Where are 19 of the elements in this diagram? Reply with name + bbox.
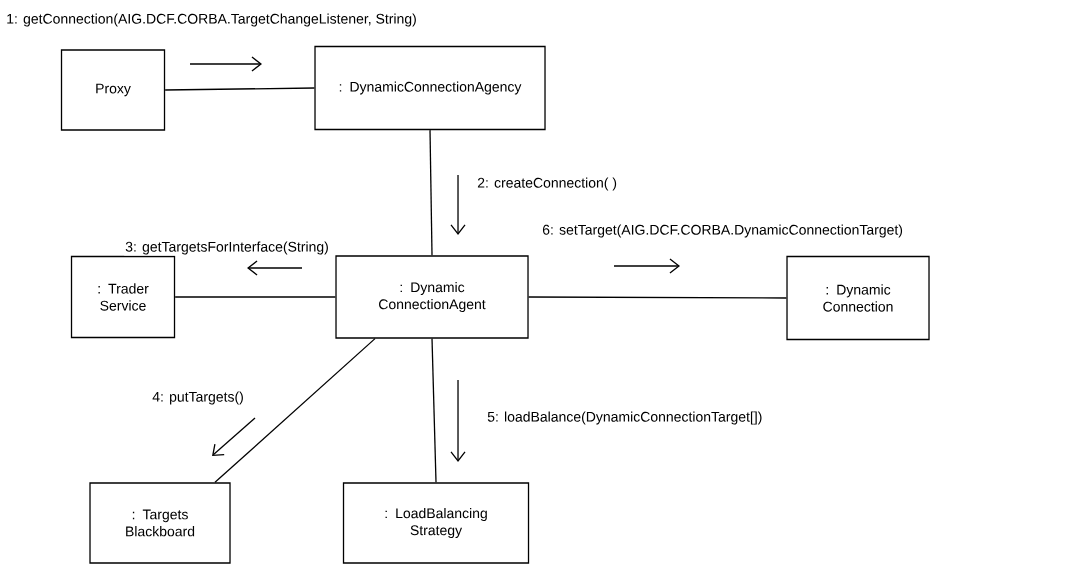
object-box: : DynamicConnectionAgency (314, 45, 546, 131)
message-label: 1: getConnection(AIG.DCF.CORBA.TargetChangeListener, String) (7, 13, 416, 27)
object-box: : LoadBalancing Strategy (342, 482, 530, 564)
link-line (164, 87, 315, 91)
message-label: 5: loadBalance(DynamicConnectionTarget[]) (487, 411, 762, 425)
link-line (429, 129, 433, 256)
message-label: 6: setTarget(AIG.DCF.CORBA.DynamicConnectionTarget) (542, 224, 903, 238)
object-box: : Trader Service (70, 255, 176, 339)
object-box: : Dynamic ConnectionAgent (335, 255, 529, 339)
object-box: Proxy (60, 49, 166, 131)
object-box: : Dynamic Connection (786, 255, 930, 341)
link-line (528, 296, 787, 299)
link-line (174, 296, 336, 298)
message-label: 2: createConnection( ) (477, 177, 617, 191)
link-line (214, 338, 376, 483)
link-line (431, 338, 437, 483)
message-label: 3: getTargetsForInterface(String) (125, 241, 328, 255)
object-box: : Targets Blackboard (89, 482, 231, 564)
message-label: 4: putTargets() (152, 391, 243, 405)
